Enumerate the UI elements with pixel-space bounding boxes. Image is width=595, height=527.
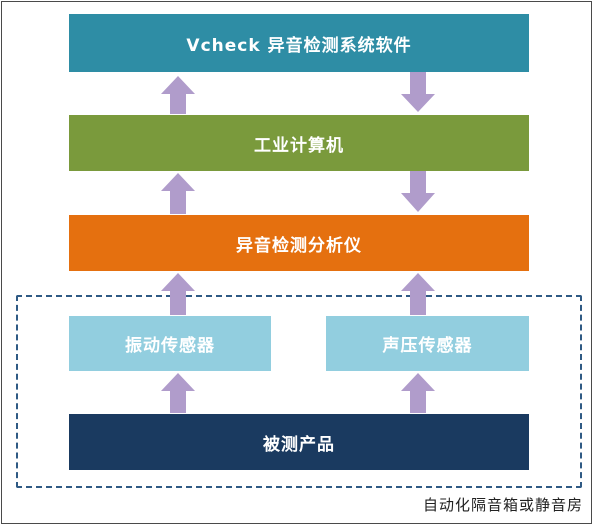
analyzer-block: 异音检测分析仪 [69, 215, 529, 271]
arrow-up-analyzer-to-ipc [161, 173, 195, 214]
arrow-up-product-to-acoustic [401, 373, 435, 413]
enclosure-boundary [16, 295, 582, 488]
arrow-down-ipc-to-analyzer [401, 171, 435, 212]
arrow-up-vibration-to-analyzer [161, 273, 195, 315]
arrow-up-ipc-to-software [161, 76, 195, 114]
vibration-sensor-block: 振动传感器 [69, 316, 271, 371]
enclosure-label: 自动化隔音箱或静音房 [422, 496, 583, 514]
software-label: Vcheck 异音检测系统软件 [186, 35, 412, 56]
acoustic-sensor-label: 声压传感器 [382, 336, 473, 356]
arrow-up-product-to-vibration [161, 373, 195, 413]
acoustic-sensor-block: 声压传感器 [326, 316, 529, 371]
software-block: Vcheck 异音检测系统软件 [69, 14, 529, 72]
industrial-pc-block: 工业计算机 [69, 115, 529, 171]
industrial-pc-label: 工业计算机 [254, 135, 344, 156]
arrow-down-software-to-ipc [401, 72, 435, 112]
product-label: 被测产品 [263, 434, 335, 455]
arrow-up-acoustic-to-analyzer [401, 273, 435, 315]
vibration-sensor-label: 振动传感器 [125, 336, 215, 356]
analyzer-label: 异音检测分析仪 [236, 235, 362, 256]
product-block: 被测产品 [69, 414, 529, 470]
